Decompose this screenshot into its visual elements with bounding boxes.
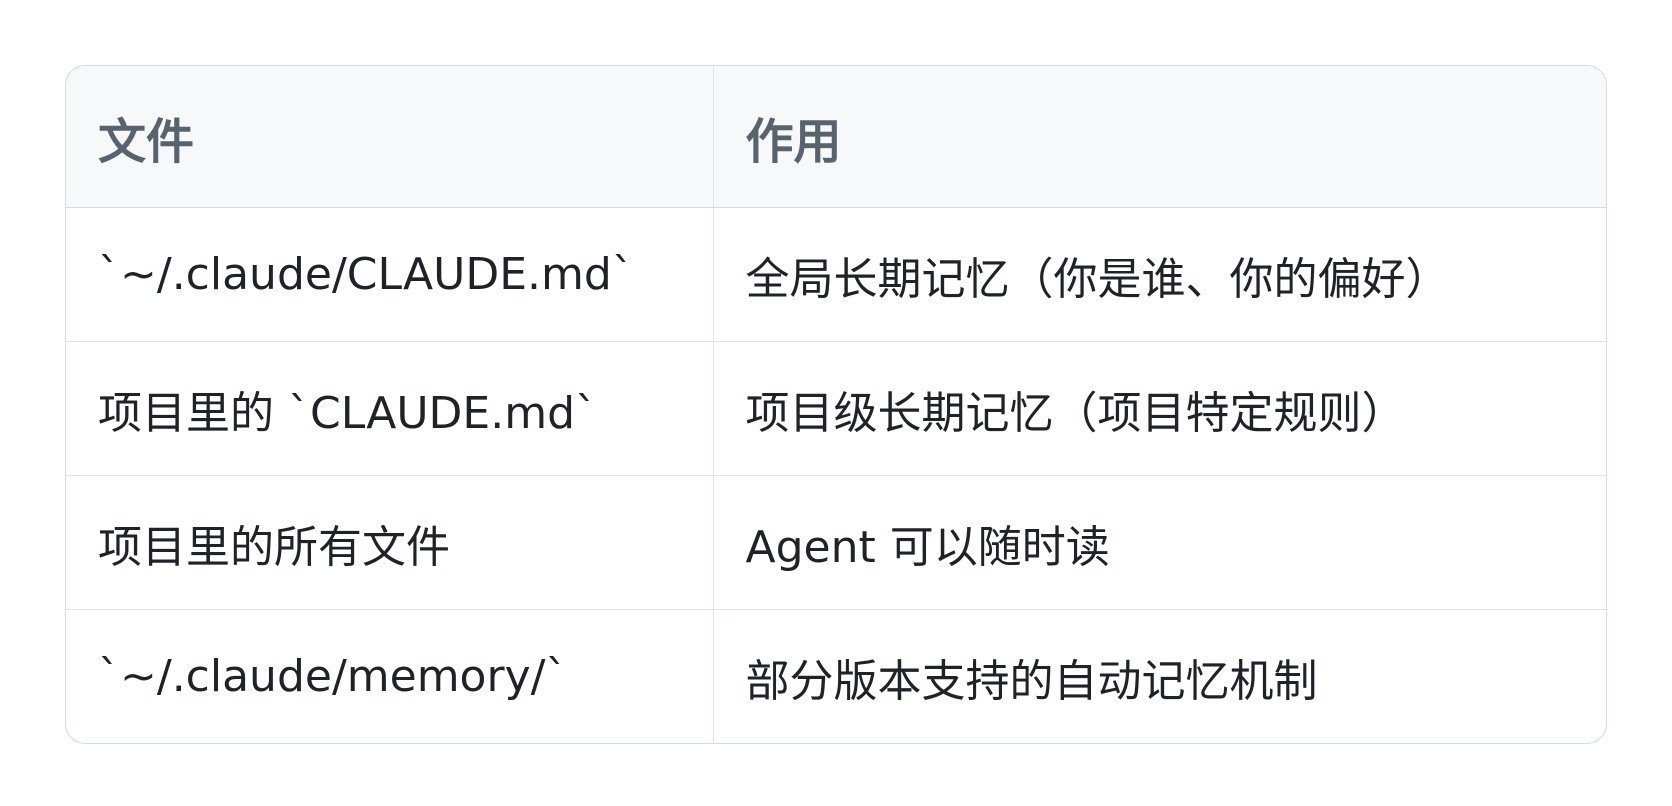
table-body: `~/.claude/CLAUDE.md` 全局长期记忆（你是谁、你的偏好） 项… (66, 207, 1606, 743)
cell-purpose: Agent 可以随时读 (712, 475, 1606, 610)
cell-file: 项目里的 `CLAUDE.md` (66, 341, 713, 476)
cell-purpose: 部分版本支持的自动记忆机制 (712, 609, 1606, 743)
cell-purpose: 全局长期记忆（你是谁、你的偏好） (712, 207, 1606, 342)
table: 文件 作用 `~/.claude/CLAUDE.md` 全局长期记忆（你是谁、你… (66, 66, 1606, 743)
cell-file: 项目里的所有文件 (66, 475, 713, 610)
cell-purpose: 项目级长期记忆（项目特定规则） (712, 341, 1606, 476)
table-header: 文件 作用 (66, 66, 1606, 208)
cell-file: `~/.claude/CLAUDE.md` (98, 249, 634, 300)
header-file: 文件 (66, 66, 713, 208)
table-row: 项目里的 `CLAUDE.md` 项目级长期记忆（项目特定规则） (66, 341, 1606, 476)
cell-file: `~/.claude/memory/` (66, 609, 713, 743)
file-purpose-table: 文件 作用 `~/.claude/CLAUDE.md` 全局长期记忆（你是谁、你… (65, 65, 1607, 744)
header-purpose: 作用 (712, 66, 1606, 208)
table-row: 项目里的所有文件 Agent 可以随时读 (66, 475, 1606, 610)
table-row: `~/.claude/memory/` 部分版本支持的自动记忆机制 (66, 609, 1606, 743)
table-row: `~/.claude/CLAUDE.md` 全局长期记忆（你是谁、你的偏好） (66, 207, 1606, 342)
header-row: 文件 作用 (66, 66, 1606, 208)
